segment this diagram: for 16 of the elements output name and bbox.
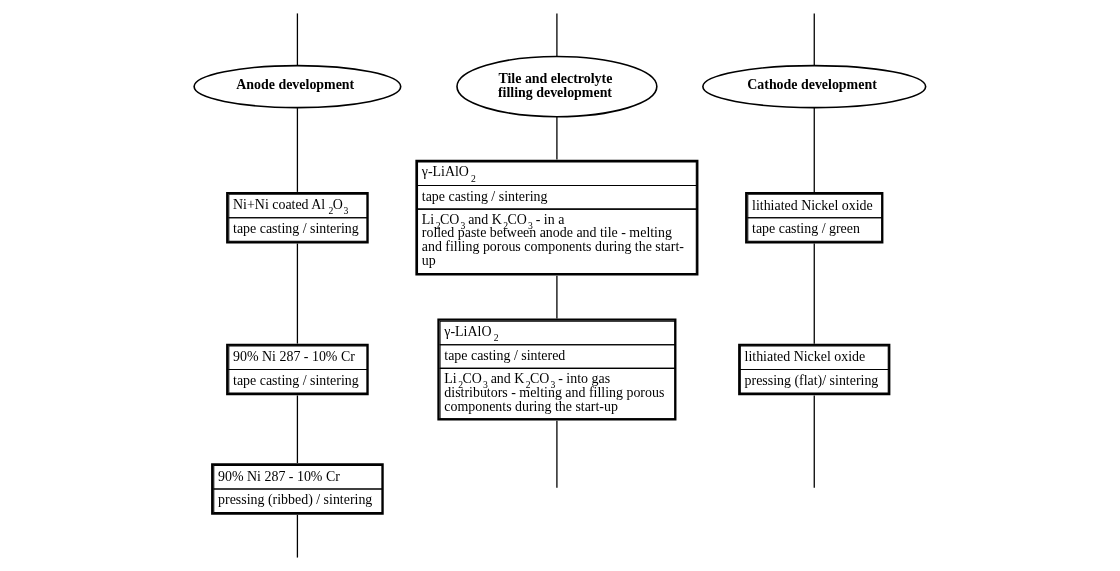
connector: [556, 116, 558, 161]
connector: [556, 12, 558, 57]
node-ellipse: Cathode development: [702, 64, 927, 109]
connector: [296, 242, 299, 345]
node-ellipse: Tile and electrolyte filling development: [456, 55, 658, 118]
connector: [556, 420, 558, 489]
connector: [813, 107, 815, 193]
connector: [556, 275, 558, 320]
connector: [813, 394, 815, 489]
node-ellipse: Anode development: [193, 64, 402, 109]
connector: [296, 514, 299, 559]
connector: [813, 12, 815, 66]
connector: [296, 12, 299, 66]
connector: [296, 107, 299, 193]
connector: [813, 242, 815, 345]
connector: [296, 394, 299, 464]
